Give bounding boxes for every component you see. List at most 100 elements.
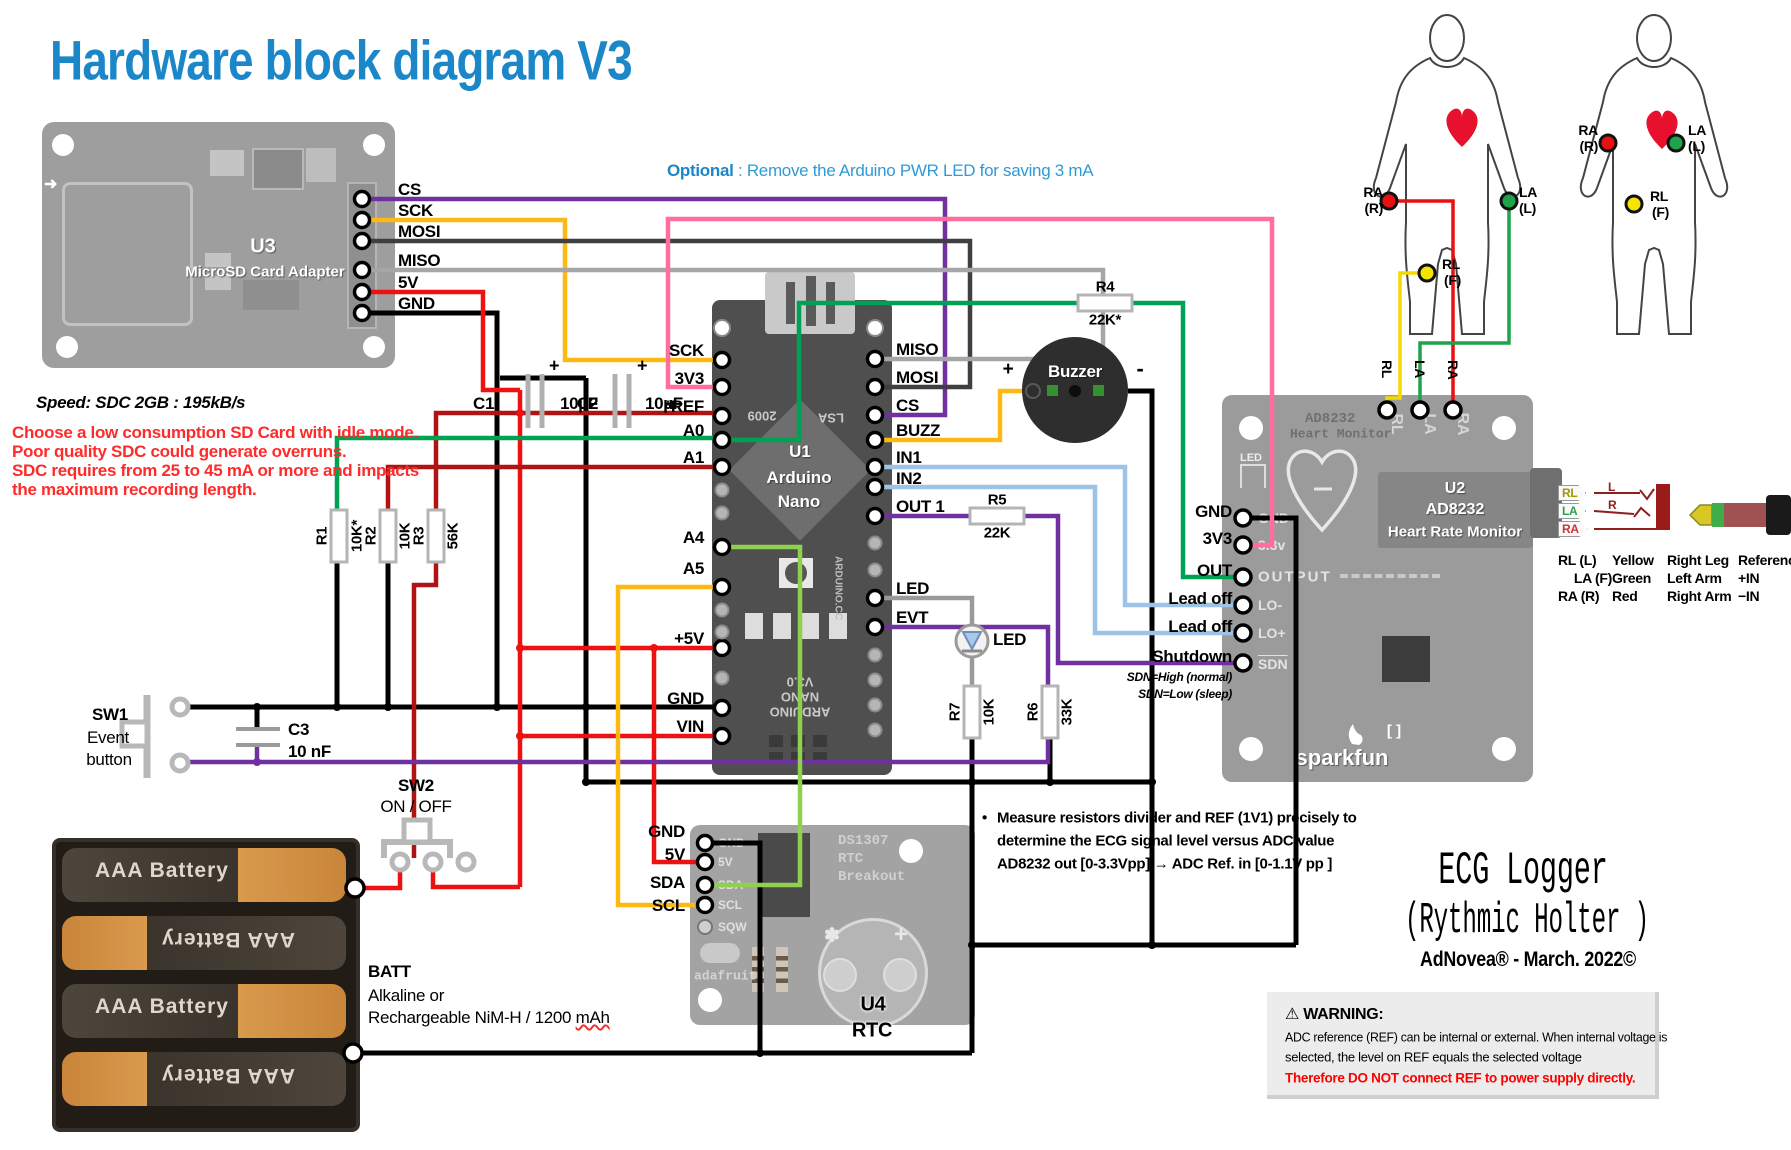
body1-rl-line1: RL	[1442, 256, 1461, 272]
purple-junction-dot	[253, 758, 261, 766]
microsd-board: ➜	[42, 122, 395, 368]
body-rl-wire	[1385, 271, 1427, 402]
sd-pin-sck: SCK	[398, 201, 433, 220]
usb-slot	[806, 276, 816, 326]
coin-cell-clip	[823, 958, 857, 992]
rtc-silk-sqw: SQW	[718, 920, 747, 934]
rtc-chip	[758, 833, 810, 917]
sd-mount-hole	[56, 336, 78, 358]
batt-desc2-mah: mAh	[575, 1008, 610, 1027]
r4-value: 22K*	[1088, 311, 1122, 329]
c3-plates	[236, 727, 280, 747]
warning-line3: Therefore DO NOT connect REF to power su…	[1285, 1070, 1636, 1086]
usb-slot	[826, 282, 835, 324]
pin-label-led: LED	[896, 579, 930, 598]
pin-label-in1: IN1	[896, 448, 922, 467]
rtc-board-text2: RTC	[838, 851, 864, 867]
adafruit-star-icon: ✽	[824, 925, 840, 947]
warning-header: ⚠ WARNING:	[1285, 1004, 1384, 1024]
sd-pin-miso: MISO	[398, 251, 441, 270]
u2-chip-name: AD8232	[1425, 501, 1485, 518]
sw1-symbol	[119, 695, 191, 778]
output-dashes	[1340, 574, 1440, 578]
battery-pack	[52, 838, 360, 1132]
cap-c2-value: 10µF	[645, 394, 683, 413]
jack-tag-rl: RL	[1558, 485, 1587, 501]
sparkfun-logo-text: sparkfun	[1295, 745, 1389, 770]
jack-tag-la: LA	[1558, 503, 1587, 519]
sw1-label: SW1	[92, 705, 128, 724]
icsp-pad	[769, 735, 783, 747]
sd-component	[205, 253, 231, 267]
battery-cell-2	[62, 916, 346, 970]
heart-icon	[1646, 110, 1678, 149]
legend-reference: Reference	[1738, 552, 1791, 568]
u2-hdr2: Heart Monitor	[1290, 426, 1392, 442]
heart-icon	[1446, 108, 1478, 147]
u2-top-rl: RL	[1379, 360, 1395, 379]
sd-pin-5v: 5V	[398, 273, 419, 292]
ad8232-board	[1222, 395, 1562, 782]
arduino-silk-b3: V3.0	[786, 674, 814, 690]
battery3-text: AAA Battery	[95, 995, 229, 1018]
rtc-board-text1: DS1307	[838, 833, 889, 849]
batt-desc2: Rechargeable NiM-H / 1200 mAh	[368, 1008, 610, 1028]
pin-label-a5: A5	[682, 559, 704, 578]
legend-la-color: Green	[1612, 570, 1651, 586]
u2-ref: U2	[1444, 480, 1466, 497]
r6-value: 33K	[1058, 698, 1076, 726]
sd-component	[205, 276, 231, 290]
sd-pin-header	[347, 182, 377, 329]
project-subtitle: (Rythmic Holter )	[1404, 896, 1650, 946]
project-title: ECG Logger	[1438, 845, 1608, 897]
rst-button-dot	[785, 562, 807, 584]
measure-bullet: •	[982, 809, 987, 827]
u2-sdn-note1: SDN=High (normal)	[1126, 670, 1233, 684]
rtc-silk-scl: SCL	[718, 898, 742, 912]
cap-c2-plus: +	[637, 355, 648, 376]
battery-cell-3	[62, 984, 346, 1038]
arduino-name-1: Arduino	[766, 468, 832, 487]
mount-hole	[698, 988, 722, 1012]
sd-ref-label: U3	[250, 235, 276, 258]
warning-line1: ADC reference (REF) can be internal or e…	[1285, 1029, 1668, 1045]
cap-c2-label: C2	[577, 394, 599, 413]
cap-c1-label: C1	[473, 394, 495, 413]
mount-hole	[899, 839, 923, 863]
batt-desc1: Alkaline or	[368, 986, 445, 1005]
u2-ext-3v3: 3V3	[1202, 529, 1233, 548]
body1-la-line1: LA	[1519, 184, 1538, 200]
body1-rl-line2: (F)	[1444, 272, 1461, 288]
pin-label-sck: SCK	[669, 341, 704, 360]
u2-ext-out: OUT	[1197, 561, 1232, 580]
page-title: Hardware block diagram V3	[50, 28, 633, 92]
u2-silk-lo-plus: LO+	[1258, 625, 1286, 641]
c3-value: 10 nF	[288, 742, 331, 761]
rtc-ext-scl: SCL	[651, 896, 685, 915]
u2-led-silk: LED	[1240, 452, 1262, 464]
u2-sdn-note2: SDN=Low (sleep)	[1138, 687, 1232, 701]
body1-ra-line1: RA	[1363, 184, 1383, 200]
rtc-board-text3: Breakout	[838, 869, 906, 885]
u2-silk-33v: 3.3v	[1258, 537, 1286, 553]
usb-slot	[786, 282, 795, 324]
u2-top-silk-ra: RA	[1454, 412, 1471, 436]
pin-label-in2: IN2	[896, 469, 922, 488]
sd-warning-3: SDC requires from 25 to 45 mA or more an…	[12, 461, 419, 480]
icsp-pad	[813, 735, 827, 747]
mount-hole	[1239, 416, 1263, 440]
pwr-led-block	[773, 613, 791, 639]
jack-socket	[1530, 468, 1562, 538]
battery2-text: AAA Battery	[161, 928, 295, 951]
r7-name: R7	[946, 702, 964, 722]
icsp-pad	[791, 735, 805, 747]
module-block	[1378, 472, 1533, 548]
sd-component	[210, 150, 244, 176]
arduino-name-2: Nano	[777, 492, 821, 511]
arduino-silk-bottom: ARDUINO NANO V3.0	[770, 675, 831, 720]
mount-hole	[1492, 416, 1516, 440]
sparkfun-brackets: [ ]	[1386, 722, 1402, 740]
mount-hole	[1239, 737, 1263, 761]
sd-warning-1: Choose a low consumption SD Card with id…	[12, 423, 418, 442]
body2-la-line1: LA	[1688, 122, 1707, 138]
